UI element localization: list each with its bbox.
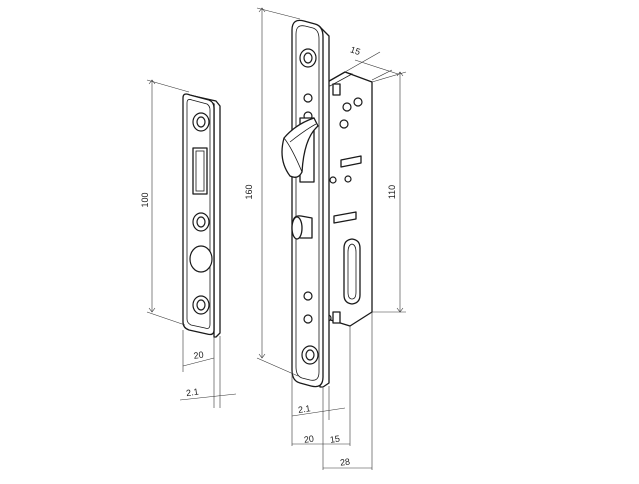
faceplate-thickness-label: 2.1	[297, 403, 311, 415]
total-depth-label: 28	[339, 456, 350, 467]
backset-offset-label: 15	[329, 433, 340, 444]
strike-width-dimension: 20	[182, 330, 215, 372]
lock-case-height-dimension: 110	[371, 71, 407, 313]
strike-height-dimension: 100	[140, 79, 190, 326]
faceplate-width-dimension: 20	[291, 372, 324, 446]
strike-width-label: 20	[193, 350, 204, 361]
faceplate-height-dimension: 160	[244, 7, 301, 377]
lock-width-dimension: 15	[344, 44, 399, 81]
lock-case-height-label: 110	[387, 185, 397, 199]
faceplate-width-label: 20	[303, 433, 314, 444]
strike-height-label: 100	[140, 192, 150, 207]
backset-offset-dimension: 15	[323, 326, 351, 446]
strike-plate	[182, 93, 221, 338]
faceplate-thickness-dimension: 2.1	[291, 386, 346, 420]
lock-width-label: 15	[349, 44, 362, 57]
strike-thickness-dimension: 2.1	[179, 336, 237, 408]
lock-body	[281, 19, 373, 388]
faceplate-height-label: 160	[244, 184, 254, 199]
strike-thickness-label: 2.1	[185, 387, 199, 399]
total-depth-dimension: 28	[322, 312, 373, 470]
